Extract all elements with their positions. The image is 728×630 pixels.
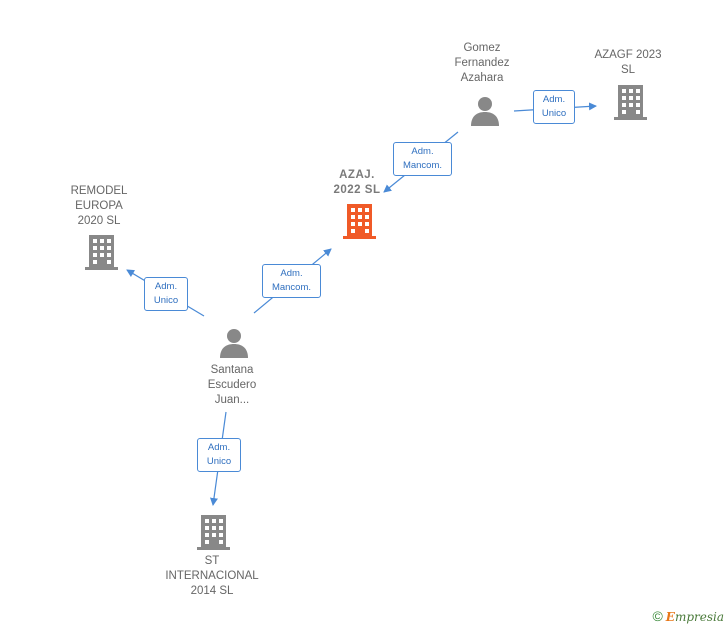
company-label-st[interactable]: ST INTERNACIONAL 2014 SL xyxy=(165,555,259,597)
copyright-icon: © xyxy=(652,608,663,624)
person-icon-gomez[interactable] xyxy=(469,95,501,127)
brand-footer: ©Empresia xyxy=(652,608,724,624)
building-icon-azagf[interactable] xyxy=(614,84,647,120)
company-label-azagf[interactable]: AZAGF 2023 SL xyxy=(594,49,662,76)
person-icon-santana[interactable] xyxy=(218,327,250,359)
relation-gomez-azaj[interactable]: Adm. Mancom. xyxy=(393,142,452,176)
company-label-azaj[interactable]: AZAJ. 2022 SL xyxy=(333,169,381,196)
person-label-gomez[interactable]: Gomez Fernandez Azahara xyxy=(454,42,510,84)
building-icon-st[interactable] xyxy=(197,514,230,550)
relation-santana-azaj[interactable]: Adm. Mancom. xyxy=(262,264,321,298)
relation-gomez-azagf[interactable]: Adm. Unico xyxy=(533,90,575,124)
brand-logo: Empresia xyxy=(665,610,724,624)
company-label-remodel[interactable]: REMODEL EUROPA 2020 SL xyxy=(70,185,128,227)
building-icon-remodel[interactable] xyxy=(85,234,118,270)
relation-santana-st[interactable]: Adm. Unico xyxy=(197,438,241,472)
relation-santana-remodel[interactable]: Adm. Unico xyxy=(144,277,188,311)
person-label-santana[interactable]: Santana Escudero Juan... xyxy=(207,364,257,406)
building-icon-azaj[interactable] xyxy=(343,203,376,239)
